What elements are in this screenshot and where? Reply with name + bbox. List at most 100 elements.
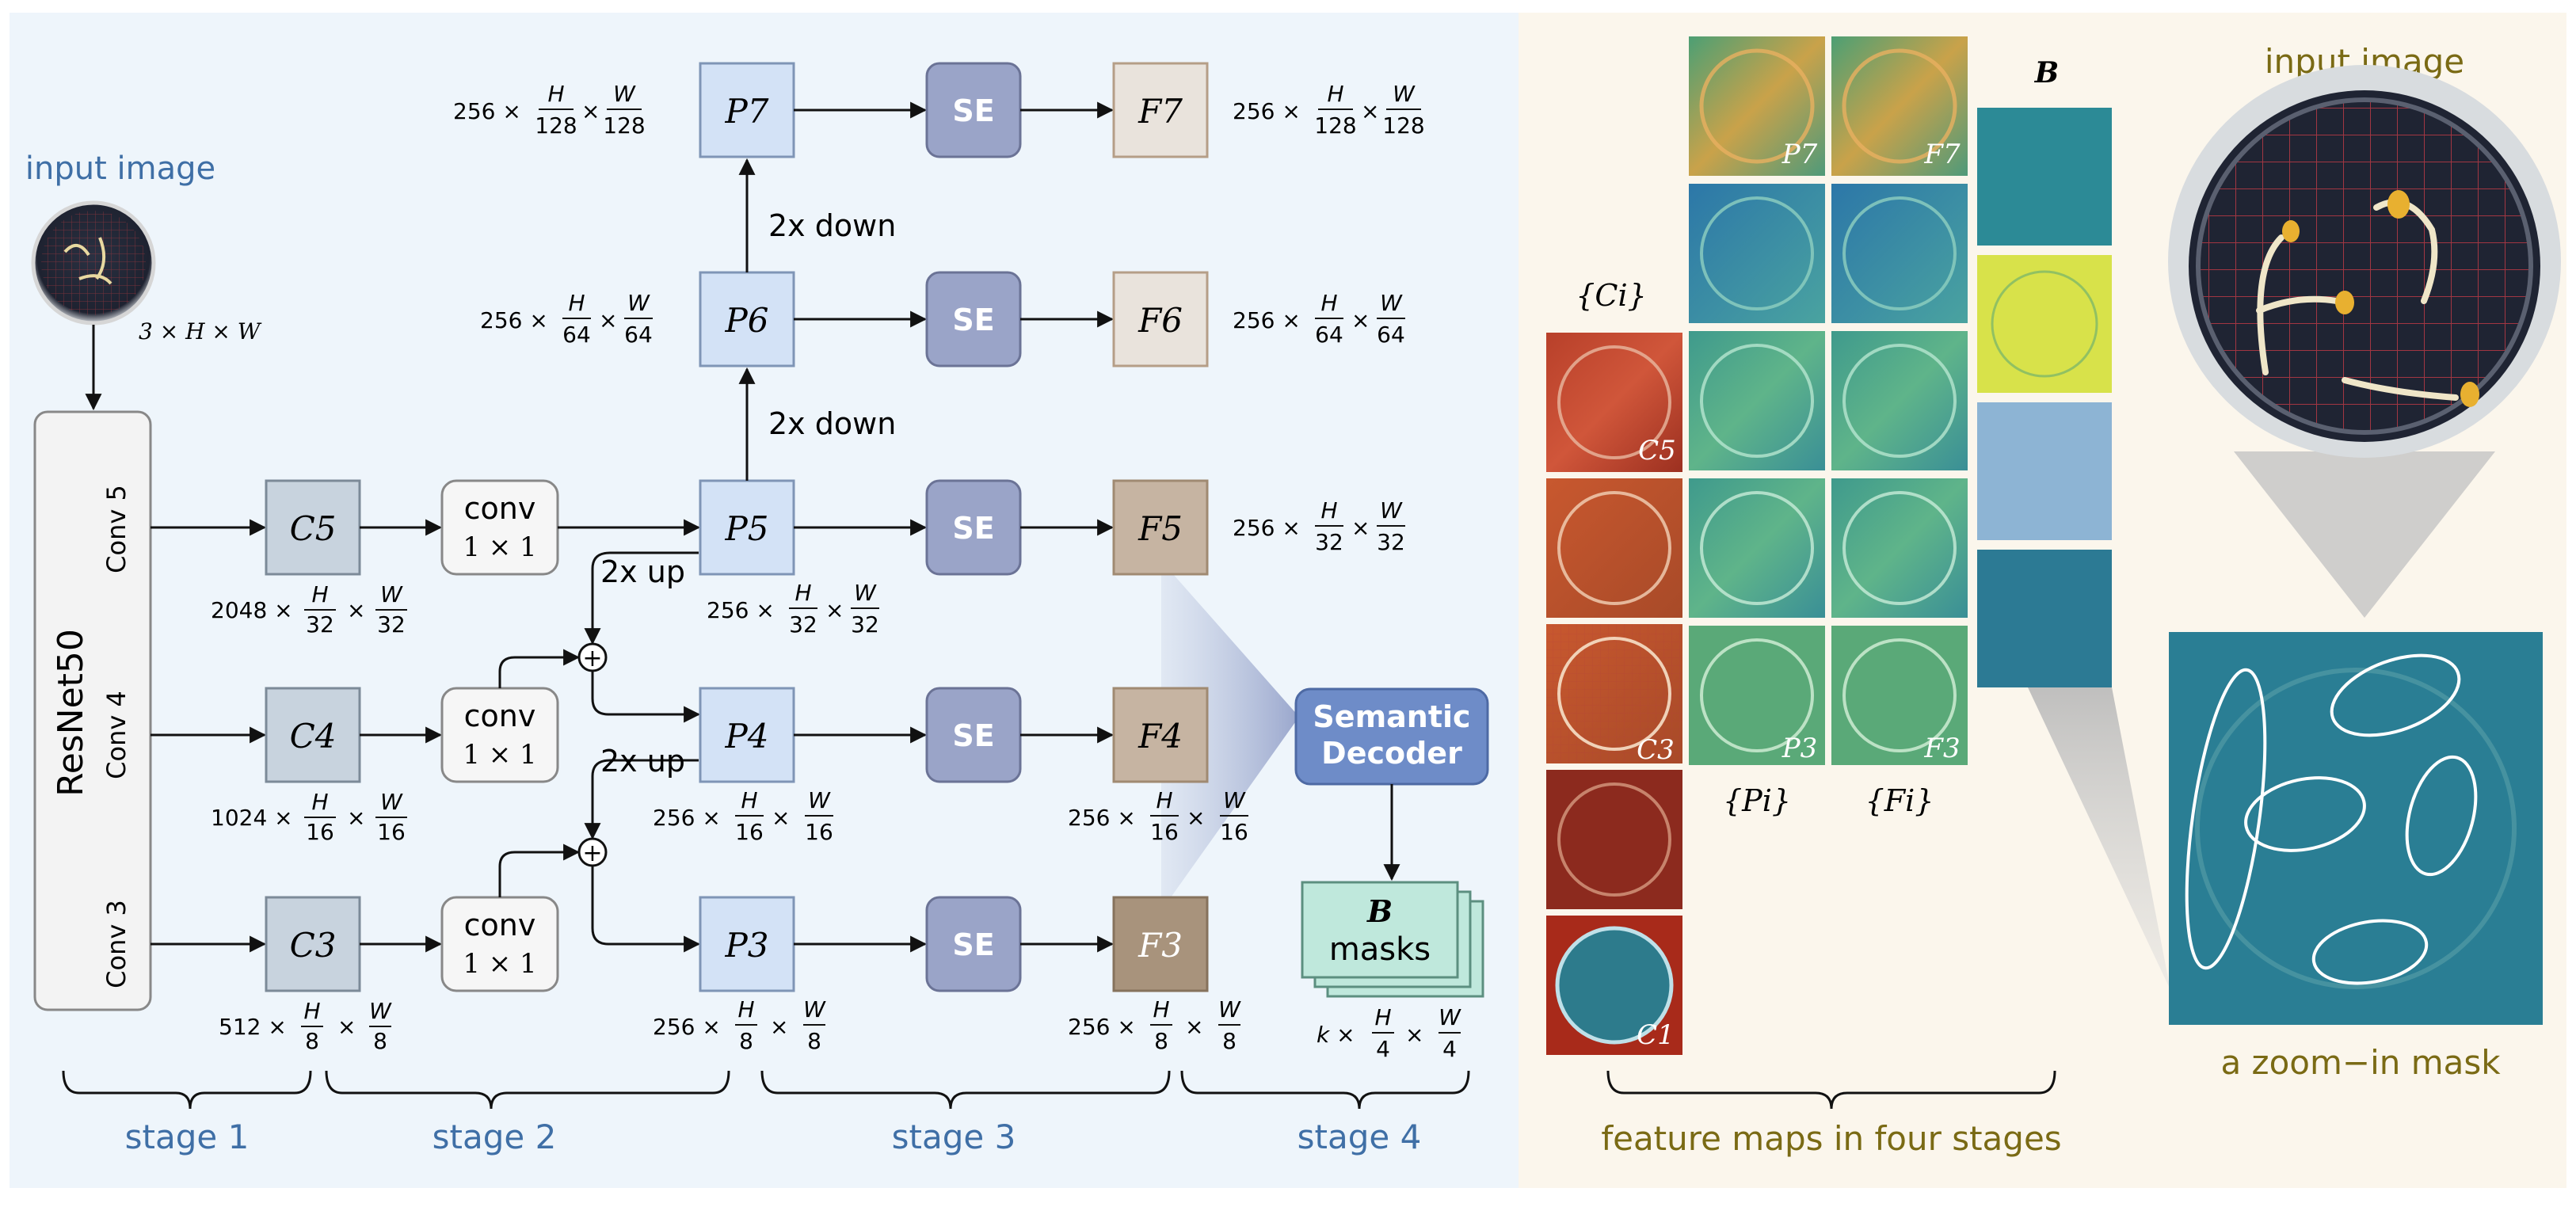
conv3-label: Conv 3 xyxy=(101,900,131,988)
dims-den: 32 xyxy=(851,611,879,638)
feature-map-p7 xyxy=(1689,36,1825,176)
conv1x1-label: conv xyxy=(464,491,536,526)
mask-layer-1 xyxy=(1301,881,1459,979)
dims-w: W xyxy=(1380,290,1403,316)
feature-map-p5 xyxy=(1689,331,1825,470)
f5-label: F5 xyxy=(1137,509,1183,548)
times: × xyxy=(1351,307,1370,333)
fm-c3-label: C3 xyxy=(1637,734,1675,766)
dims-den: 8 xyxy=(807,1028,821,1054)
mask-b3 xyxy=(1977,402,2112,540)
c4-label: C4 xyxy=(290,717,337,756)
up-label-4: 2x up xyxy=(600,744,685,779)
ci-set-label: {Ci} xyxy=(1576,278,1647,313)
dims-h: H xyxy=(1320,497,1337,524)
c4-dims-h-den: 16 xyxy=(306,819,334,845)
resnet50-block xyxy=(33,410,152,1011)
dims-prefix: 256 × xyxy=(653,1014,721,1040)
grid-texture xyxy=(1546,624,1682,763)
ci-column: C5 C3 C1 xyxy=(1546,333,1682,1055)
f6-label: F6 xyxy=(1137,301,1183,340)
conv5-label: Conv 5 xyxy=(101,485,131,573)
seedling-1 xyxy=(2257,234,2284,375)
p7-dims: 256 × H 128 × W 128 xyxy=(453,81,646,139)
f3-label: F3 xyxy=(1137,926,1183,965)
mask-b1 xyxy=(1977,108,2112,246)
times: × xyxy=(770,1014,788,1040)
decoder-label-2: Decoder xyxy=(1321,736,1462,771)
dims-den: 64 xyxy=(624,322,653,348)
feature-map-c4 xyxy=(1546,478,1682,618)
fm-p7-label: P7 xyxy=(1781,139,1818,170)
dish-outline xyxy=(1557,345,1671,459)
mask-b4 xyxy=(1977,550,2112,687)
masks-label: masks xyxy=(1329,931,1431,968)
input-image-label: input image xyxy=(25,150,215,187)
f3-box xyxy=(1112,896,1209,992)
dims-prefix: k × xyxy=(1317,1022,1355,1048)
c4-dims: 1024 × H 16 × W 16 xyxy=(211,789,407,845)
se-label: SE xyxy=(952,303,994,337)
fm-f7-label: F7 xyxy=(1923,139,1961,170)
dims-h: H xyxy=(1156,787,1172,813)
dims-den: 16 xyxy=(1220,819,1248,845)
arrow-p4-up xyxy=(584,759,699,840)
brace-stage3 xyxy=(760,1070,1171,1110)
add-node-3 xyxy=(577,837,608,867)
feature-map-f6 xyxy=(1831,184,1968,323)
conv4-label: Conv 4 xyxy=(101,691,131,779)
c4-dims-w: W xyxy=(380,789,403,815)
dims-den: 16 xyxy=(805,819,833,845)
dish-outline xyxy=(1842,491,1957,605)
c5-dims: 2048 × H 32 × W 32 xyxy=(211,581,407,638)
p3-box xyxy=(699,896,795,992)
dims-prefix: 256 × xyxy=(707,597,775,623)
c3-dims-h: H xyxy=(303,998,320,1024)
masks-b-label: B xyxy=(1366,893,1393,929)
dish-outline xyxy=(1842,344,1957,458)
instance-ellipse-3 xyxy=(2244,776,2366,852)
feature-map-f5 xyxy=(1831,331,1968,470)
up-label-5: 2x up xyxy=(600,554,685,589)
dims-den: 32 xyxy=(1315,529,1343,555)
dish-outline xyxy=(1842,638,1957,752)
se-label: SE xyxy=(952,93,994,128)
fm-p3-label: P3 xyxy=(1781,733,1818,764)
f5-box xyxy=(1112,479,1209,576)
dims-den: 64 xyxy=(562,322,591,348)
c5-dims-w: W xyxy=(380,581,403,607)
zoom-funnel xyxy=(2028,687,2170,990)
se-label: SE xyxy=(952,718,994,753)
dims-prefix: 256 × xyxy=(1068,805,1136,831)
dish-outline xyxy=(1700,638,1814,752)
fm-c5-label: C5 xyxy=(1638,435,1676,466)
mask-b2 xyxy=(1977,255,2112,393)
dims-w: W xyxy=(803,996,826,1022)
dims-den: 128 xyxy=(1314,112,1356,139)
brace-stage2 xyxy=(325,1070,730,1110)
mask-dims: k × H 4 × W 4 xyxy=(1317,1004,1461,1062)
p7-label: P7 xyxy=(725,92,769,131)
feature-map-c5 xyxy=(1546,333,1682,472)
dims-w: W xyxy=(854,580,877,606)
fi-column: F7 F3 xyxy=(1831,36,1968,765)
f4-label: F4 xyxy=(1137,717,1183,756)
conv1x1-size: 1 × 1 xyxy=(463,739,536,771)
f7-label: F7 xyxy=(1137,92,1183,131)
arrow-p5-up xyxy=(584,551,699,645)
times: × xyxy=(581,98,600,124)
brace-stage4 xyxy=(1180,1070,1470,1110)
dish-outline xyxy=(1557,782,1671,897)
dish-outline xyxy=(1700,491,1814,605)
dims-h: H xyxy=(1320,290,1337,316)
times: × xyxy=(1185,1014,1203,1040)
seeds xyxy=(2282,190,2479,407)
decoder-label-1: Semantic xyxy=(1313,699,1470,734)
conv1x1-size: 1 × 1 xyxy=(463,531,536,563)
feature-map-p4 xyxy=(1689,478,1825,618)
dims-w: W xyxy=(627,290,650,316)
dims-h: H xyxy=(547,81,564,107)
f3-dims: 256 × H 8 × W 8 xyxy=(1068,996,1241,1054)
mask-dish-outline xyxy=(2195,668,2517,989)
instance-ellipse-4 xyxy=(2405,755,2478,877)
